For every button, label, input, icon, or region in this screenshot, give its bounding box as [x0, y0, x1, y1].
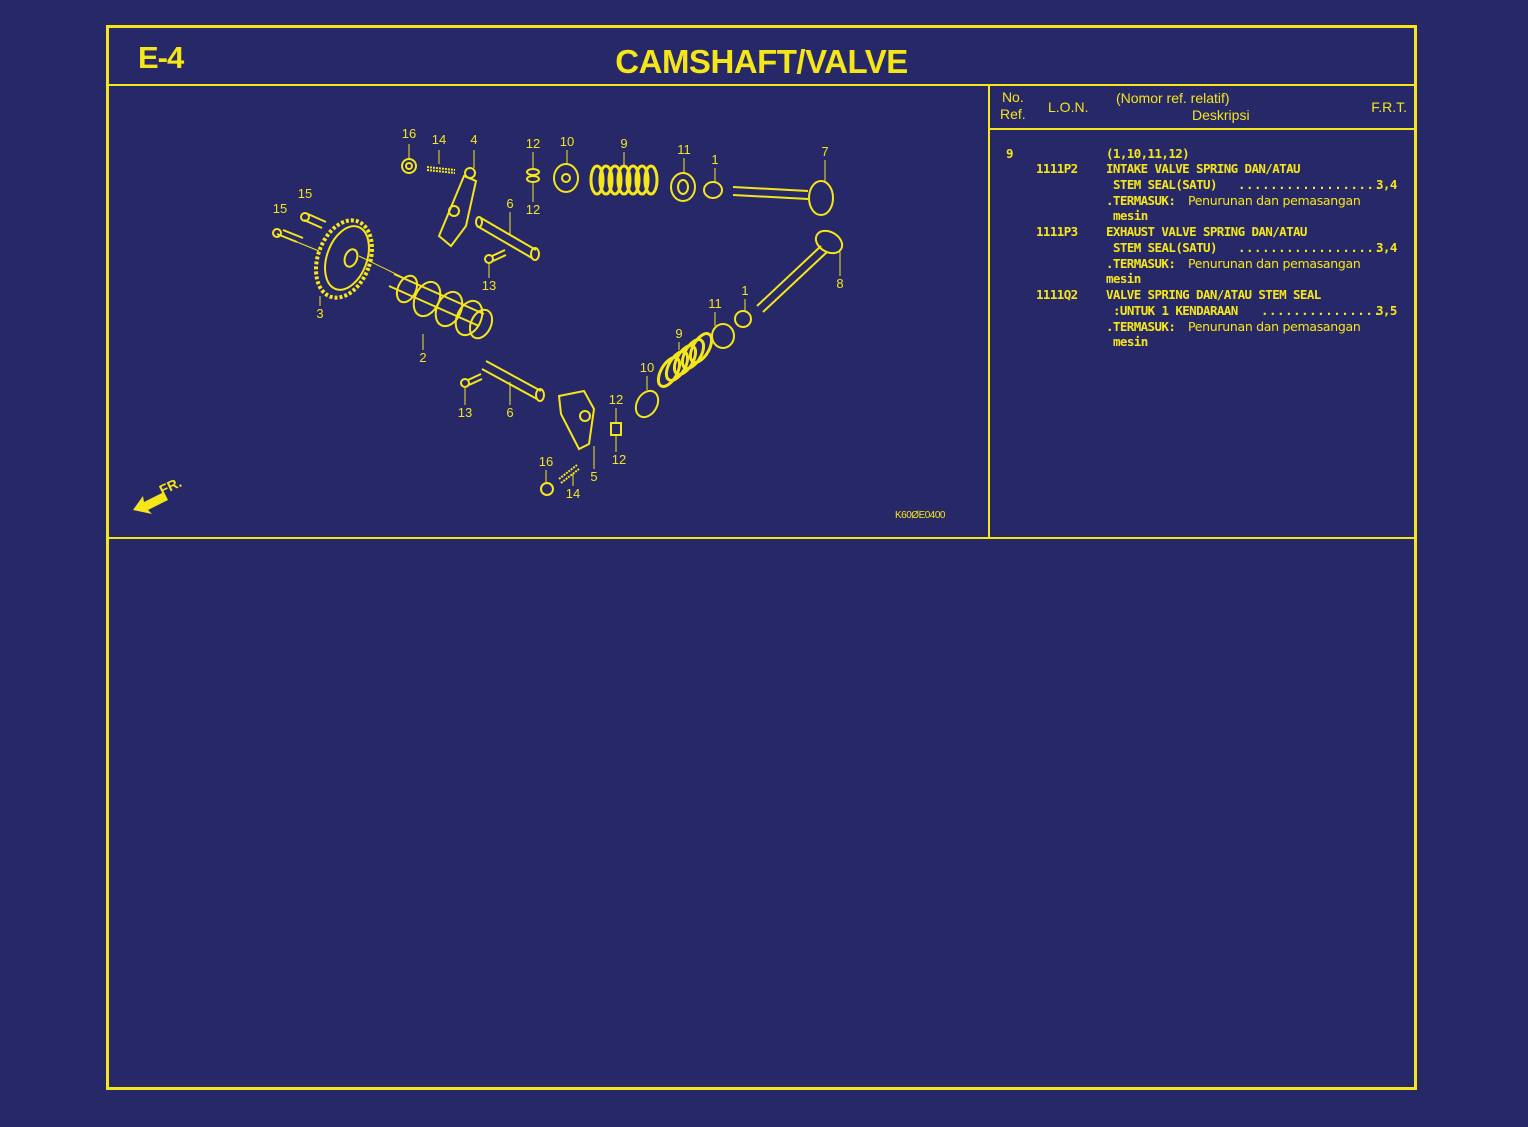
- part-note-end: mesin: [1113, 334, 1148, 349]
- camshaft-valve-illustration: 16 14 4 12 10 9 11 1 7 15 15 6 12 13 3 8…: [133, 126, 844, 514]
- svg-text:10: 10: [640, 360, 654, 375]
- page-header: E-4 CAMSHAFT/VALVE: [109, 28, 1414, 86]
- callout-labels: 16 14 4 12 10 9 11 1 7 15 15 6 12 13 3 8…: [273, 126, 844, 501]
- parts-list-panel: No. Ref. L.O.N. (Nomor ref. relatif) Des…: [990, 86, 1414, 537]
- svg-text:9: 9: [675, 326, 682, 341]
- diagram-frame: E-4 CAMSHAFT/VALVE: [106, 25, 1417, 1090]
- ref-group: (1,10,11,12): [1106, 146, 1190, 161]
- diagram-code: K60ØE0400: [895, 510, 946, 521]
- svg-text:6: 6: [506, 196, 513, 211]
- header-desc-line2: Deskripsi: [1192, 107, 1250, 123]
- part-note: Penurunan dan pemasangan: [1188, 193, 1361, 208]
- ref-number: 9: [1006, 146, 1014, 161]
- part-note-label: .TERMASUK:: [1106, 319, 1176, 334]
- part-frt: 3,4: [1376, 240, 1397, 255]
- leader-dots: ..................: [1238, 177, 1383, 192]
- header-lon: L.O.N.: [1048, 99, 1089, 115]
- svg-text:5: 5: [590, 469, 597, 484]
- part-lon[interactable]: 1111Q2: [1036, 287, 1078, 302]
- svg-text:14: 14: [432, 132, 446, 147]
- svg-text:11: 11: [677, 142, 691, 157]
- svg-text:15: 15: [273, 201, 287, 216]
- part-note: Penurunan dan pemasangan: [1188, 256, 1361, 271]
- svg-text:12: 12: [612, 452, 626, 467]
- svg-text:11: 11: [708, 296, 722, 311]
- part-lon[interactable]: 1111P2: [1036, 161, 1078, 176]
- svg-text:1: 1: [741, 283, 748, 298]
- leader-dots: ..................: [1238, 240, 1383, 255]
- svg-text:7: 7: [821, 144, 828, 159]
- parts-list-header: No. Ref. L.O.N. (Nomor ref. relatif) Des…: [990, 86, 1414, 130]
- part-desc: VALVE SPRING DAN/ATAU STEM SEAL: [1106, 287, 1321, 302]
- header-no-ref: No. Ref.: [1000, 89, 1026, 122]
- svg-text:12: 12: [526, 136, 540, 151]
- svg-text:8: 8: [836, 276, 843, 291]
- svg-text:13: 13: [482, 278, 496, 293]
- part-note-end: mesin: [1113, 208, 1148, 223]
- svg-text:2: 2: [419, 350, 426, 365]
- part-lon[interactable]: 1111P3: [1036, 224, 1078, 239]
- section-divider: [109, 537, 1414, 539]
- svg-text:4: 4: [470, 132, 477, 147]
- part-desc-cont: STEM SEAL(SATU): [1113, 177, 1217, 192]
- svg-text:9: 9: [620, 136, 627, 151]
- part-desc-cont: STEM SEAL(SATU): [1113, 240, 1217, 255]
- part-desc-cont: :UNTUK 1 KENDARAAN: [1113, 303, 1238, 318]
- header-desc-line1: (Nomor ref. relatif): [1116, 90, 1230, 106]
- part-note-label: .TERMASUK:: [1106, 256, 1176, 271]
- part-desc: INTAKE VALVE SPRING DAN/ATAU: [1106, 161, 1301, 176]
- header-frt: F.R.T.: [1371, 99, 1407, 115]
- svg-text:12: 12: [609, 392, 623, 407]
- leader-dots: ...............: [1261, 303, 1382, 318]
- svg-text:15: 15: [298, 186, 312, 201]
- part-frt: 3,4: [1376, 177, 1397, 192]
- part-desc: EXHAUST VALVE SPRING DAN/ATAU: [1106, 224, 1307, 239]
- svg-text:12: 12: [526, 202, 540, 217]
- svg-text:10: 10: [560, 134, 574, 149]
- page-title: CAMSHAFT/VALVE: [615, 43, 908, 80]
- section-code: E-4: [138, 40, 184, 75]
- svg-text:14: 14: [566, 486, 580, 501]
- part-note-end: mesin: [1106, 271, 1141, 286]
- svg-text:13: 13: [458, 405, 472, 420]
- svg-text:3: 3: [316, 306, 323, 321]
- svg-text:16: 16: [539, 454, 553, 469]
- part-note: Penurunan dan pemasangan: [1188, 319, 1361, 334]
- part-note-label: .TERMASUK:: [1106, 193, 1176, 208]
- svg-text:16: 16: [402, 126, 416, 141]
- part-frt: 3,5: [1376, 303, 1397, 318]
- svg-text:1: 1: [711, 152, 718, 167]
- exploded-parts-diagram: 16 14 4 12 10 9 11 1 7 15 15 6 12 13 3 8…: [109, 86, 990, 537]
- svg-text:6: 6: [506, 405, 513, 420]
